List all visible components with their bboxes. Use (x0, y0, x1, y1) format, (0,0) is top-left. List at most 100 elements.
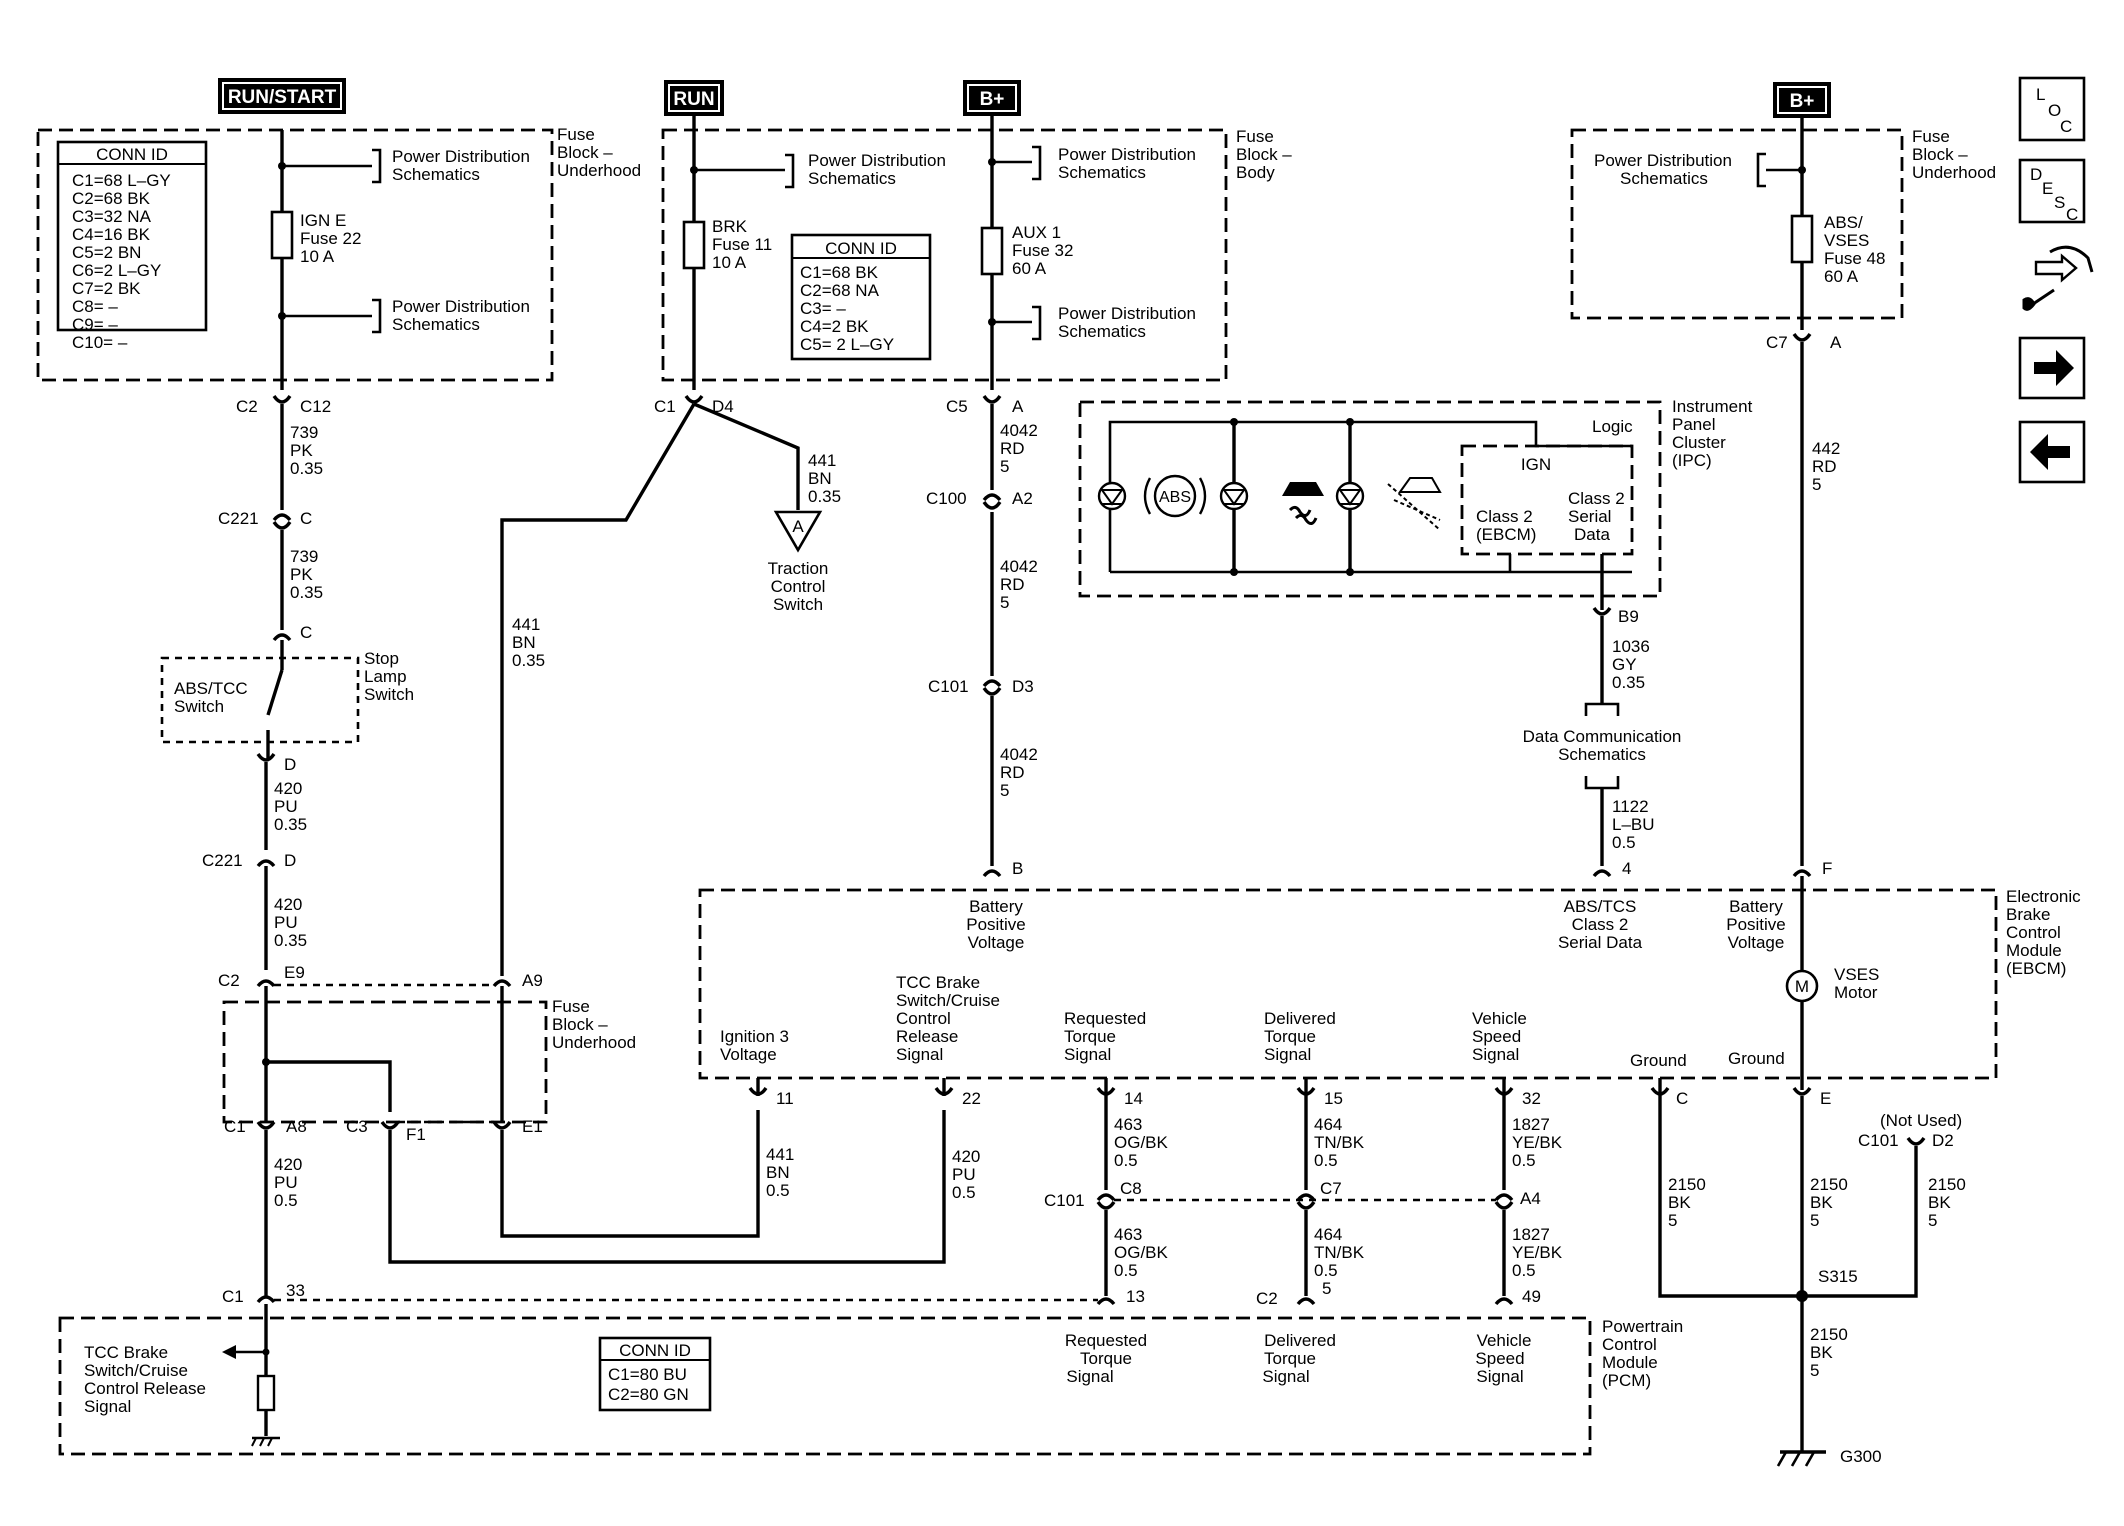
svg-text:IGN E: IGN E (300, 211, 346, 230)
svg-text:Traction: Traction (768, 559, 829, 578)
svg-text:C2: C2 (218, 971, 240, 990)
svg-text:RD: RD (1812, 457, 1837, 476)
svg-text:Schematics: Schematics (1058, 322, 1146, 341)
svg-text:463: 463 (1114, 1225, 1142, 1244)
connector-c221-c: C221 C (218, 509, 312, 530)
splice-s315 (1796, 1290, 1808, 1302)
svg-text:0.35: 0.35 (808, 487, 841, 506)
svg-text:IGN: IGN (1521, 455, 1551, 474)
wrench-icon[interactable] (2022, 245, 2094, 311)
connector-c2-c12: C2 C12 (236, 394, 331, 416)
svg-text:C4=16 BK: C4=16 BK (72, 225, 151, 244)
svg-text:C221: C221 (202, 851, 243, 870)
svg-text:Brake: Brake (2006, 905, 2050, 924)
wire-420-pu-tcc (388, 1110, 946, 1264)
fuse-brk (682, 220, 706, 270)
svg-text:C3= –: C3= – (800, 299, 846, 318)
svg-text:Underhood: Underhood (1912, 163, 1996, 182)
abs-tcc-switch-contact (266, 669, 284, 716)
svg-text:Serial Data: Serial Data (1558, 933, 1643, 952)
svg-text:Vehicle: Vehicle (1472, 1009, 1527, 1028)
svg-text:Ground: Ground (1728, 1049, 1785, 1068)
svg-text:Serial: Serial (1568, 507, 1611, 526)
connector-e1: E1 (492, 1117, 543, 1136)
svg-text:2150: 2150 (1810, 1325, 1848, 1344)
svg-text:Motor: Motor (1834, 983, 1878, 1002)
svg-text:60 A: 60 A (1824, 267, 1859, 286)
svg-text:VSES: VSES (1824, 231, 1869, 250)
svg-text:Control: Control (896, 1009, 951, 1028)
svg-text:C101: C101 (1044, 1191, 1085, 1210)
svg-text:0.5: 0.5 (766, 1181, 790, 1200)
connector-c-top-switch: C (272, 623, 312, 642)
svg-text:Block –: Block – (552, 1015, 608, 1034)
svg-text:E: E (1820, 1089, 1831, 1108)
wire-441-bn-ign3 (500, 1110, 760, 1238)
svg-text:(PCM): (PCM) (1602, 1371, 1651, 1390)
svg-text:BK: BK (1668, 1193, 1691, 1212)
svg-text:11: 11 (776, 1089, 794, 1108)
svg-text:33: 33 (286, 1281, 305, 1300)
connector-c5-a: C5 A (946, 394, 1024, 416)
svg-text:Logic: Logic (1592, 417, 1633, 436)
desc-button[interactable]: D E S C (2018, 158, 2086, 224)
svg-text:D: D (284, 851, 296, 870)
previous-button[interactable] (2018, 420, 2086, 484)
svg-text:C: C (300, 509, 312, 528)
connector-c1-a8: C1 A8 (224, 1117, 307, 1136)
svg-text:Signal: Signal (1472, 1045, 1519, 1064)
svg-text:464: 464 (1314, 1225, 1342, 1244)
svg-text:CONN ID: CONN ID (825, 239, 897, 258)
connector-a9: A9 (492, 971, 543, 990)
svg-text:4: 4 (1622, 859, 1631, 878)
svg-text:C: C (2060, 117, 2072, 136)
traction-control-switch: A Traction Control Switch (768, 510, 829, 614)
arrow-left-icon (2030, 434, 2070, 470)
svg-text:Signal: Signal (1476, 1367, 1523, 1386)
svg-text:Schematics: Schematics (808, 169, 896, 188)
next-button[interactable] (2018, 336, 2086, 400)
svg-text:L–BU: L–BU (1612, 815, 1655, 834)
svg-text:F: F (1822, 859, 1832, 878)
svg-text:739: 739 (290, 423, 318, 442)
connector-c101-d3: C101 D3 (928, 677, 1034, 696)
svg-text:Control: Control (2006, 923, 2061, 942)
svg-text:Power Distribution: Power Distribution (1058, 145, 1196, 164)
svg-text:5: 5 (1928, 1211, 1937, 1230)
svg-text:Ground: Ground (1630, 1051, 1687, 1070)
svg-text:Class 2: Class 2 (1572, 915, 1629, 934)
svg-text:C1: C1 (222, 1287, 244, 1306)
svg-text:Control: Control (1602, 1335, 1657, 1354)
svg-text:Module: Module (1602, 1353, 1658, 1372)
svg-text:Fuse: Fuse (557, 125, 595, 144)
svg-text:A: A (792, 517, 804, 536)
svg-text:Release: Release (896, 1027, 958, 1046)
loc-button[interactable]: L O C (2018, 76, 2086, 142)
pcm-resistor (256, 1374, 276, 1412)
svg-text:C2=80 GN: C2=80 GN (608, 1385, 689, 1404)
svg-text:C10= –: C10= – (72, 333, 128, 352)
connector-c1-d4: C1 D4 (654, 394, 734, 416)
svg-text:10 A: 10 A (300, 247, 335, 266)
conn-id-table-3: CONN ID C1=80 BU C2=80 GN (598, 1336, 712, 1412)
pcm-box (58, 1316, 1592, 1456)
svg-text:441: 441 (512, 615, 540, 634)
svg-text:PU: PU (274, 1173, 298, 1192)
svg-text:Block –: Block – (557, 143, 613, 162)
svg-text:Signal: Signal (896, 1045, 943, 1064)
svg-text:BK: BK (1810, 1343, 1833, 1362)
svg-text:C3=32 NA: C3=32 NA (72, 207, 152, 226)
svg-text:420: 420 (274, 895, 302, 914)
svg-text:BN: BN (808, 469, 832, 488)
svg-text:BN: BN (512, 633, 536, 652)
svg-text:BN: BN (766, 1163, 790, 1182)
svg-text:TN/BK: TN/BK (1314, 1133, 1365, 1152)
svg-text:CONN ID: CONN ID (619, 1341, 691, 1360)
svg-text:Power Distribution: Power Distribution (392, 147, 530, 166)
svg-text:C5= 2 L–GY: C5= 2 L–GY (800, 335, 894, 354)
svg-text:C8: C8 (1120, 1179, 1142, 1198)
svg-text:BRK: BRK (712, 217, 748, 236)
ground-g300-icon (1776, 1450, 1826, 1467)
ipc-logic-box (1460, 444, 1634, 556)
svg-text:ABS/TCS: ABS/TCS (1564, 897, 1637, 916)
